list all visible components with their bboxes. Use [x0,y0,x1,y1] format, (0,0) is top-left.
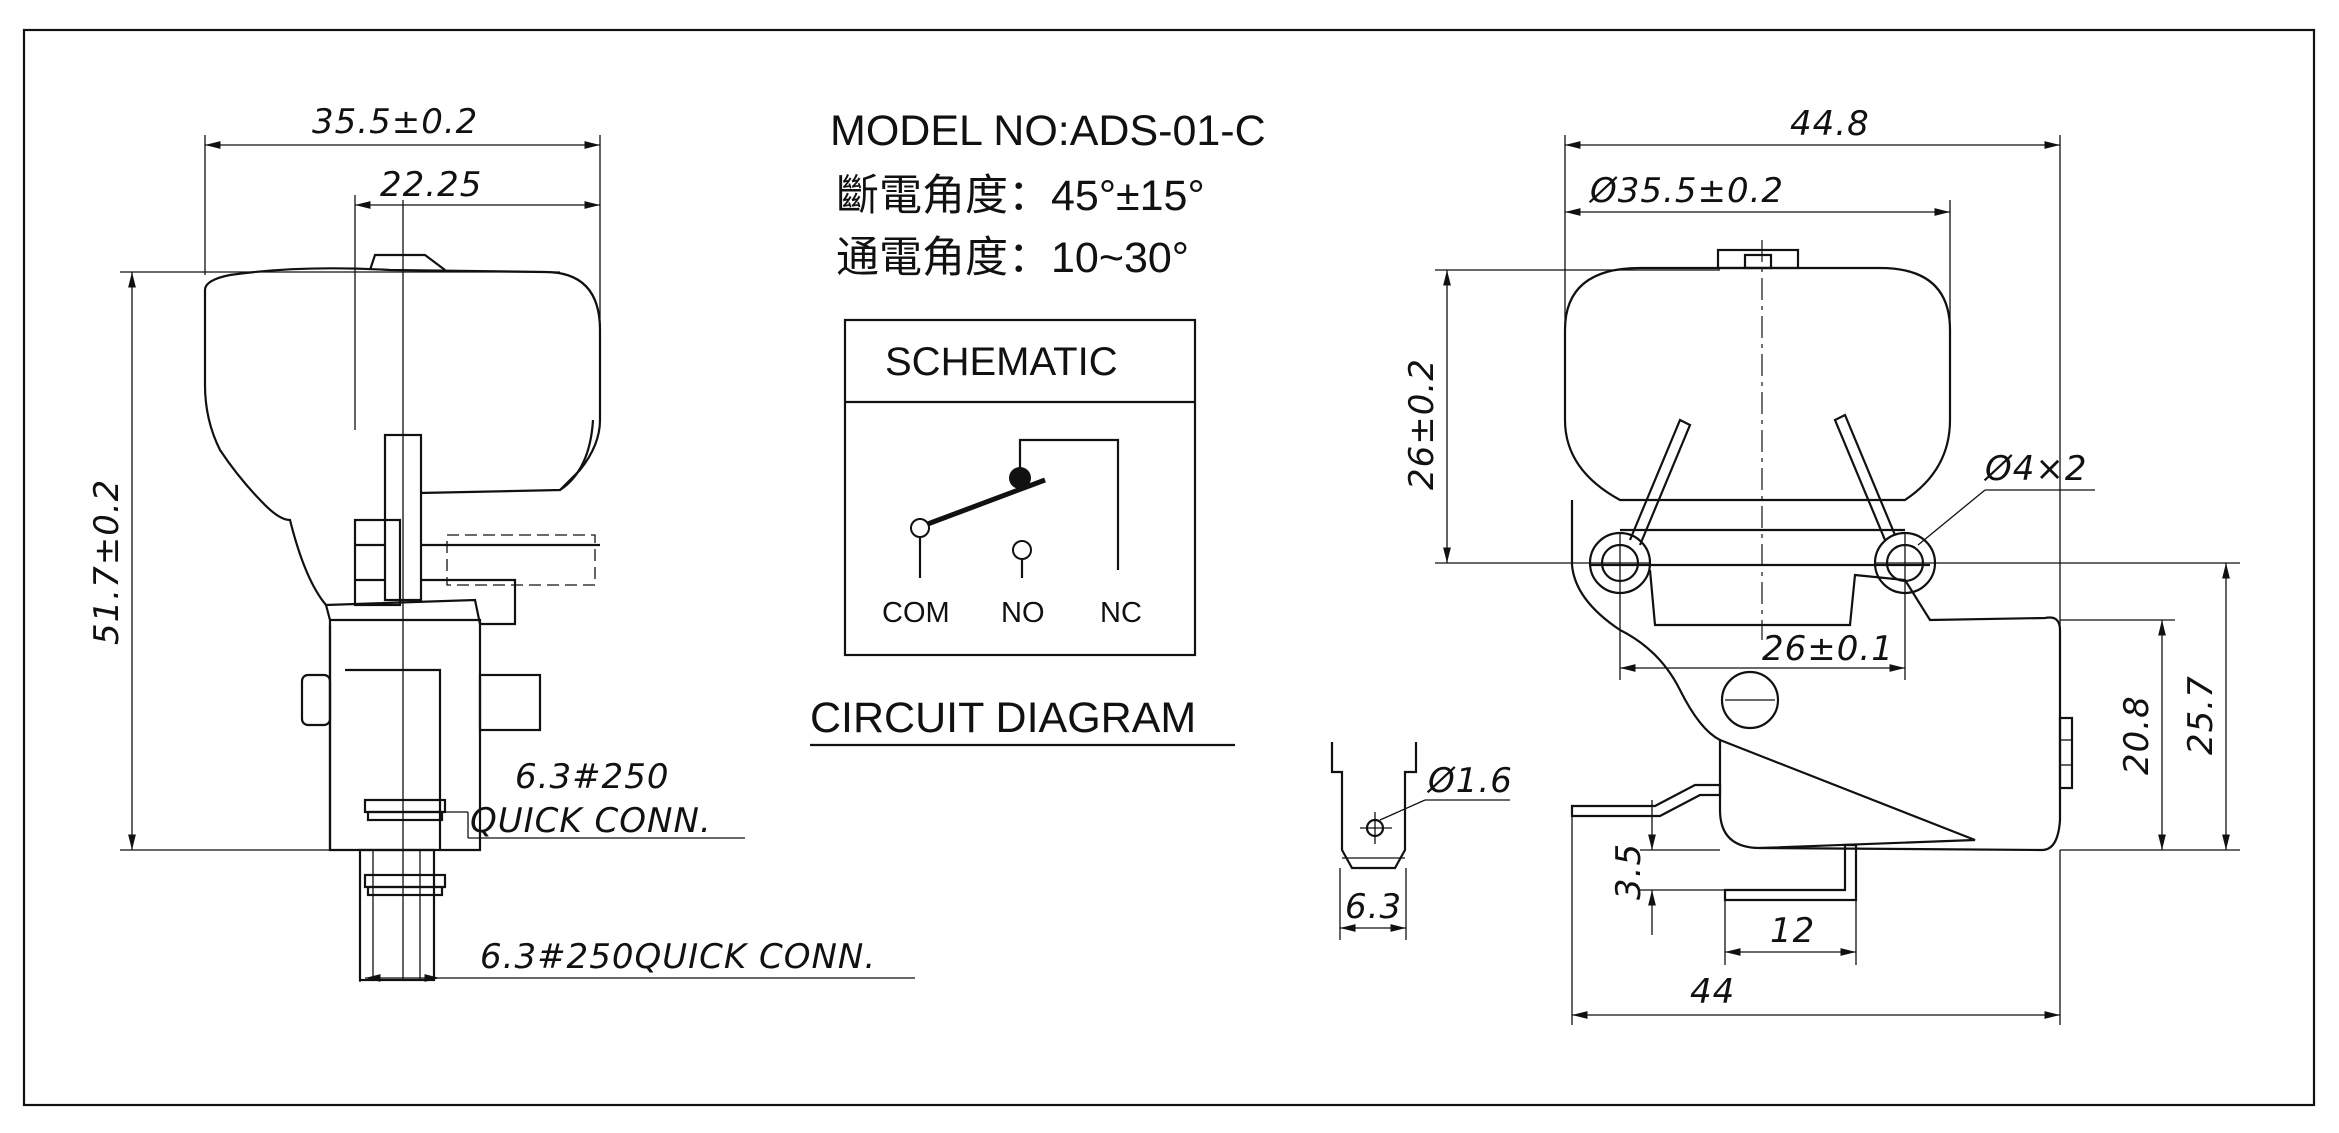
terminal-note-bottom: 6.3#250QUICK CONN. [480,937,876,977]
schematic-nc: NC [1100,597,1142,629]
terminal-note-1: 6.3#250 [515,757,669,797]
dim-terminal-12: 12 [1770,911,1815,951]
schematic-no: NO [1001,597,1045,629]
terminal-hole-dia: Ø1.6 [1426,761,1513,801]
terminal-detail: Ø1.6 6.3 [1330,742,1513,940]
side-view: 35.5±0.2 22.25 51.7±0.2 6.3#250 QUICK CO… [87,102,915,982]
schematic-title: SCHEMATIC [885,340,1118,384]
dim-width-bottom: 44 [1690,972,1735,1012]
dim-width-overall: 35.5±0.2 [312,102,478,142]
terminal-note-2: QUICK CONN. [470,801,712,841]
model-number: MODEL NO:ADS-01-C [830,107,1266,155]
schematic-box: SCHEMATIC COM NO NC [843,318,1197,657]
break-angle: 斷電角度：45°±15° [836,172,1205,220]
dim-height-257: 25.7 [2181,675,2221,755]
dim-width-top: 44.8 [1790,104,1870,144]
dim-width-inner: 22.25 [380,165,482,205]
front-view: 44.8 Ø35.5±0.2 26±0.2 Ø4×2 26±0.1 20.8 2… [1402,104,2240,1025]
dim-pin-dia: Ø4×2 [1983,449,2088,489]
schematic-com: COM [882,597,950,629]
dim-pin-spacing: 26±0.1 [1762,629,1894,669]
make-angle: 通電角度：10~30° [836,234,1189,282]
terminal-tab-width: 6.3 [1345,887,1402,927]
dim-offset-35: 3.5 [1609,843,1649,900]
circuit-diagram-caption: CIRCUIT DIAGRAM [810,694,1196,742]
dim-height-overall: 51.7±0.2 [87,479,127,645]
dim-height-208: 20.8 [2117,695,2157,775]
dim-cap-dia: Ø35.5±0.2 [1588,171,1784,211]
drawing-frame [22,28,2316,1107]
dim-cap-height: 26±0.2 [1402,358,1442,490]
